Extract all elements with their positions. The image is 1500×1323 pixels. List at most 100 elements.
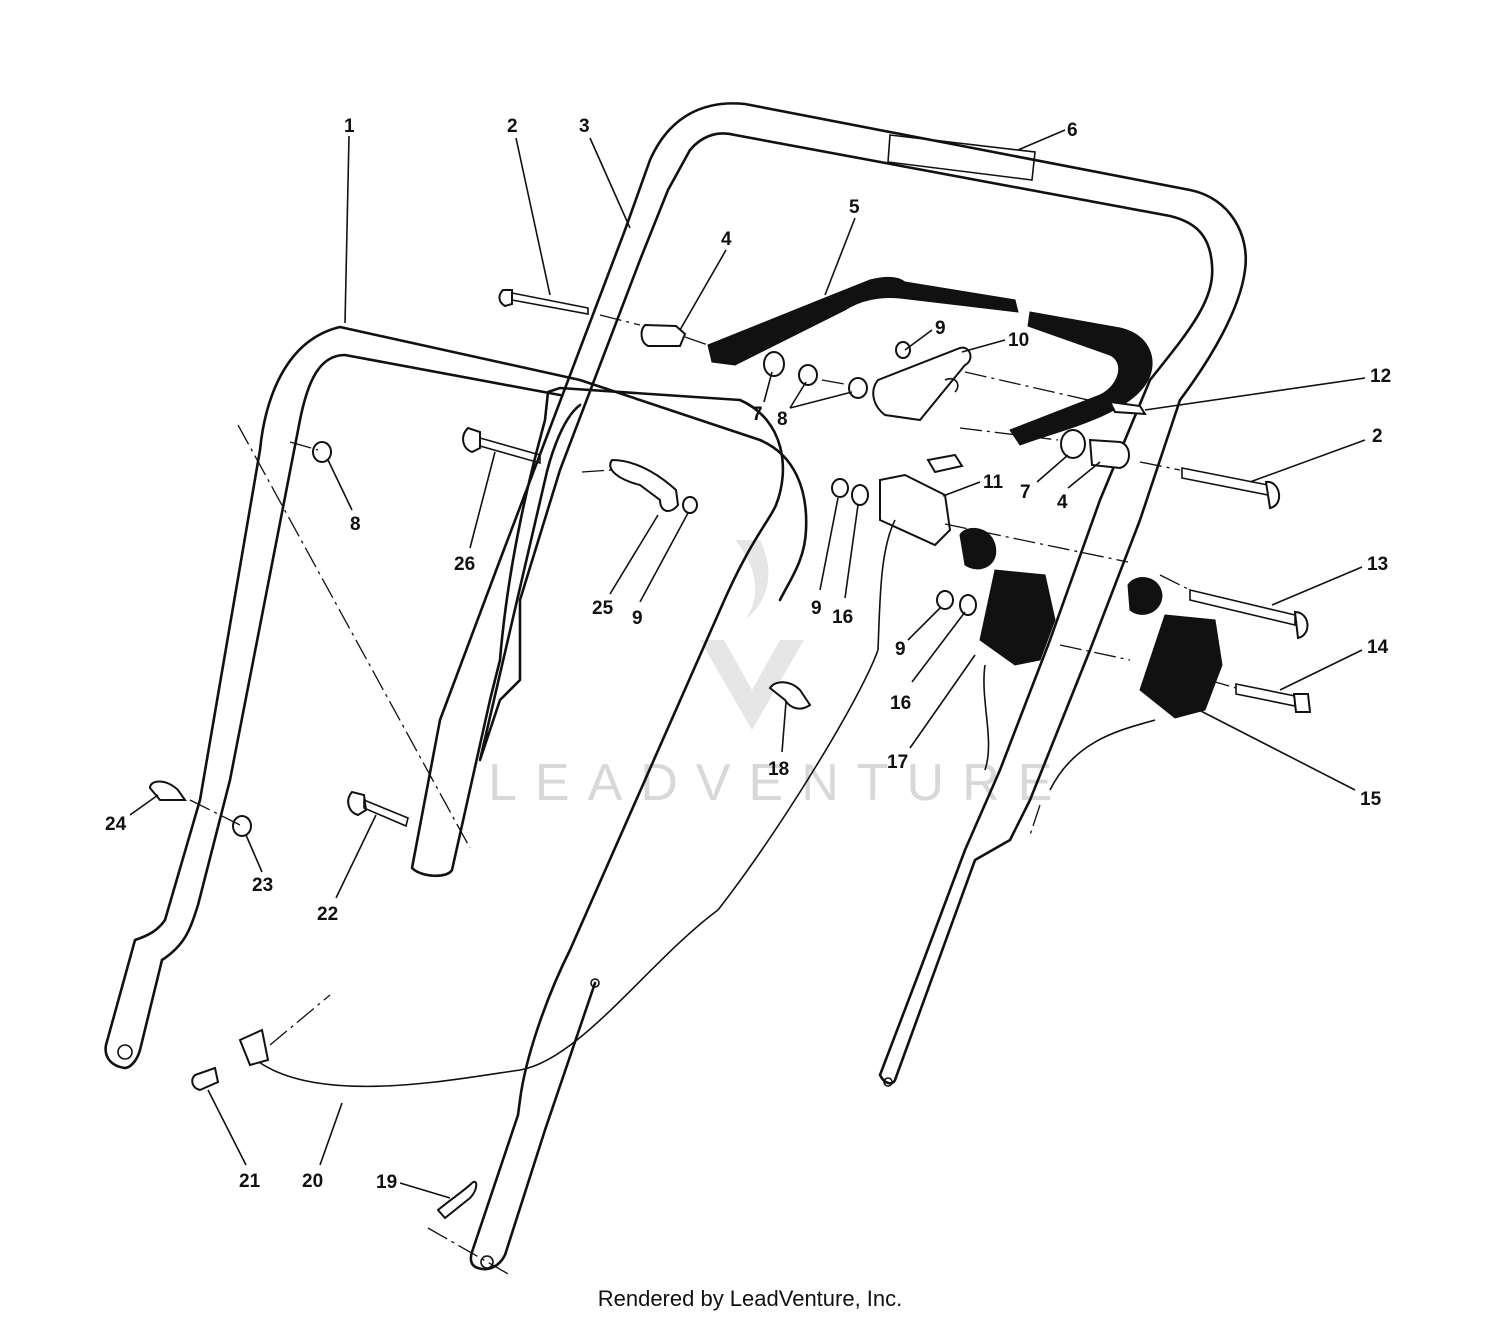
- svg-text:14: 14: [1367, 637, 1389, 658]
- clip-18: [768, 681, 812, 710]
- callout-9-mid: 9: [811, 497, 839, 619]
- svg-text:16: 16: [890, 693, 911, 714]
- bolt-22: [347, 790, 409, 828]
- pin-19: [436, 1180, 478, 1220]
- callout-3: 3: [579, 116, 631, 229]
- svg-text:9: 9: [811, 598, 822, 619]
- washer-8-left: [312, 441, 332, 463]
- callout-1: 1: [344, 116, 355, 324]
- svg-text:10: 10: [1008, 330, 1029, 351]
- callout-8-left: 8: [327, 459, 361, 535]
- cable-clamp: [238, 1028, 270, 1067]
- callout-19: 19: [376, 1172, 451, 1199]
- svg-text:12: 12: [1370, 366, 1391, 387]
- pin-24: [148, 780, 187, 801]
- svg-text:20: 20: [302, 1171, 323, 1192]
- svg-text:26: 26: [454, 554, 475, 575]
- knob-17: [959, 527, 997, 570]
- cable-15: [1049, 719, 1156, 791]
- callout-4-top: 4: [679, 229, 732, 331]
- bolt-14: [1235, 683, 1312, 713]
- bail-grip: [707, 276, 1153, 446]
- callout-24: 24: [105, 794, 159, 835]
- watermark-text: LEADVENTURE: [488, 754, 1070, 812]
- upper-handle: [410, 102, 1248, 1271]
- callout-17: 17: [887, 654, 976, 773]
- svg-text:15: 15: [1360, 789, 1382, 810]
- knob-15: [1127, 577, 1163, 615]
- switch-11: [879, 473, 952, 547]
- svg-text:19: 19: [376, 1172, 397, 1193]
- svg-text:2: 2: [507, 116, 518, 137]
- nut-9-mid: [831, 478, 849, 498]
- callout-10: 10: [961, 330, 1029, 353]
- control-17: [979, 569, 1056, 666]
- callout-26: 26: [454, 451, 496, 575]
- svg-text:21: 21: [239, 1171, 261, 1192]
- spacer-4-right: [1088, 438, 1130, 470]
- washer-16-b: [959, 594, 977, 616]
- nut-9-top: [895, 341, 911, 359]
- washer-7: [763, 351, 785, 377]
- svg-text:6: 6: [1067, 120, 1078, 141]
- svg-text:22: 22: [317, 904, 338, 925]
- bracket-10: [872, 346, 972, 422]
- svg-text:11: 11: [983, 472, 1004, 493]
- svg-text:24: 24: [105, 814, 127, 835]
- svg-text:5: 5: [849, 197, 860, 218]
- svg-text:1: 1: [344, 116, 355, 137]
- bolt-26: [462, 426, 541, 465]
- footer-credit: Rendered by LeadVenture, Inc.: [597, 1286, 903, 1311]
- screw-21: [191, 1066, 220, 1092]
- callout-14: 14: [1279, 637, 1389, 691]
- nut-9-latch: [682, 496, 698, 514]
- svg-text:7: 7: [752, 404, 763, 425]
- svg-text:25: 25: [592, 598, 614, 619]
- callout-9-low: 9: [895, 607, 941, 660]
- svg-text:4: 4: [1057, 492, 1068, 513]
- callout-11: 11: [942, 472, 1004, 497]
- callout-12: 12: [1144, 366, 1391, 411]
- callout-8-center: 8: [777, 381, 853, 430]
- svg-text:9: 9: [632, 608, 643, 629]
- svg-text:23: 23: [252, 875, 273, 896]
- spacer-4: [640, 323, 687, 347]
- nut-9-low: [936, 590, 954, 610]
- callout-4-right: 4: [1057, 461, 1101, 513]
- callout-25: 25: [592, 514, 659, 619]
- bolt-2-left: [498, 289, 589, 315]
- callout-20: 20: [302, 1102, 343, 1192]
- callout-5: 5: [824, 197, 860, 296]
- callouts: 1 2 3 4 5 6 9 10: [105, 116, 1391, 1199]
- callout-7-right: 7: [1020, 454, 1069, 503]
- callout-13: 13: [1271, 554, 1388, 606]
- svg-text:17: 17: [887, 752, 908, 773]
- washer-7-right: [1060, 429, 1086, 459]
- washer-8-a: [798, 364, 818, 386]
- hardware: [148, 289, 1312, 1276]
- callout-18: 18: [768, 701, 789, 780]
- washer-16-a: [851, 484, 869, 506]
- callout-16-mid: 16: [832, 504, 859, 628]
- bolt-2-right: [1181, 467, 1281, 510]
- cable-17: [983, 664, 990, 771]
- svg-text:13: 13: [1367, 554, 1388, 575]
- washer-8-b: [848, 377, 868, 399]
- svg-text:16: 16: [832, 607, 853, 628]
- bolt-12: [1108, 400, 1147, 416]
- svg-text:2: 2: [1372, 426, 1383, 447]
- callout-9-latch: 9: [632, 512, 689, 629]
- callout-2-right: 2: [1249, 426, 1383, 483]
- svg-text:9: 9: [895, 639, 906, 660]
- svg-text:3: 3: [579, 116, 590, 137]
- cable-20: [244, 909, 719, 1088]
- svg-text:9: 9: [935, 318, 946, 339]
- svg-text:18: 18: [768, 759, 789, 780]
- lower-handle: [104, 325, 808, 1070]
- bolt-13: [1189, 588, 1309, 640]
- callout-16-low: 16: [890, 611, 966, 714]
- svg-text:7: 7: [1020, 482, 1031, 503]
- callout-15: 15: [1194, 707, 1382, 810]
- svg-text:8: 8: [350, 514, 361, 535]
